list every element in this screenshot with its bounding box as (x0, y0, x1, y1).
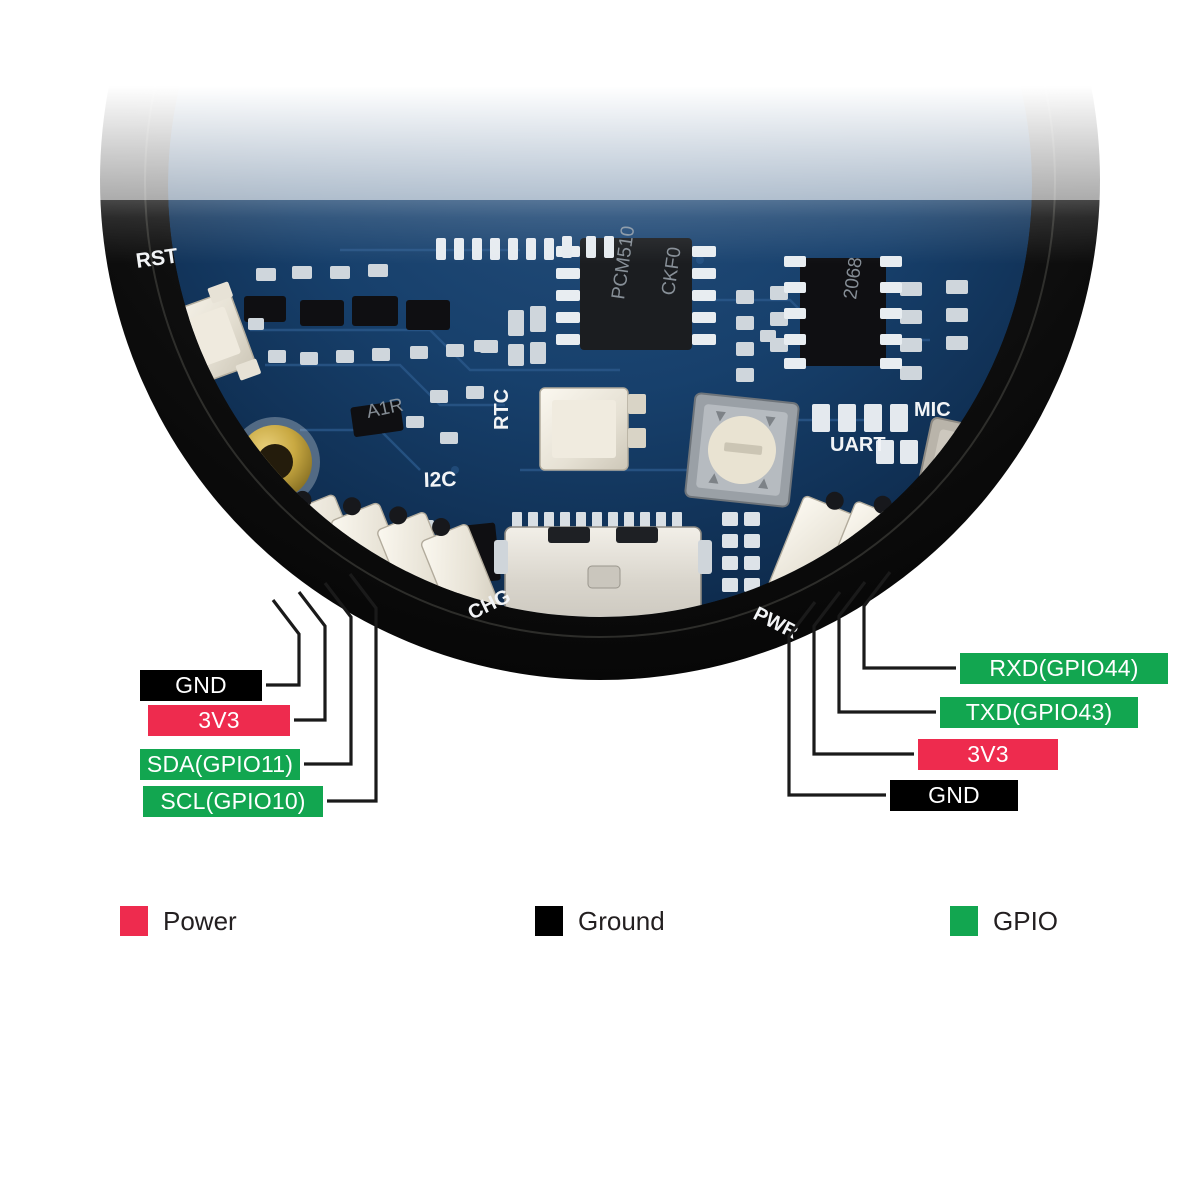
legend-item-power: Power (120, 898, 237, 944)
legend-item-gpio: GPIO (950, 898, 1058, 944)
legend-label-ground: Ground (578, 906, 665, 936)
leader-sda-left (304, 582, 353, 766)
leader-rxd-right (862, 571, 956, 670)
pin-label-gnd-left: GND (140, 670, 262, 701)
pin-label-sda-left: SDA(GPIO11) (140, 749, 300, 780)
leader-gnd-left (266, 599, 301, 687)
usb-c-connector (494, 512, 712, 617)
leader-3v3-left (294, 591, 327, 722)
pin-label-3v3-left: 3V3 (148, 705, 290, 736)
leader-lines (266, 571, 956, 803)
pin-label-rxd-right: RXD(GPIO44) (960, 653, 1168, 684)
pin-label-scl-left: SCL(GPIO10) (143, 786, 323, 817)
leader-3v3-right (812, 591, 914, 756)
rtc-connector (539, 387, 646, 471)
uart-pads (812, 404, 918, 464)
silkscreen-rtc: RTC (491, 389, 513, 430)
silkscreen-uart: UART (830, 434, 886, 456)
legend: Power Ground GPIO (0, 898, 1200, 944)
silkscreen-i2c: I2C (423, 468, 456, 492)
pin-label-3v3-right: 3V3 (918, 739, 1058, 770)
photo-top-mask (0, 0, 1200, 200)
legend-swatch-gpio (950, 906, 978, 936)
legend-swatch-power (120, 906, 148, 936)
pin-label-gnd-right: GND (890, 780, 1018, 811)
legend-swatch-ground (535, 906, 563, 936)
silkscreen-mic: MIC (914, 399, 951, 421)
pin-label-txd-right: TXD(GPIO43) (940, 697, 1138, 728)
coin-cell-holder (684, 392, 800, 508)
leader-scl-left (327, 573, 378, 803)
legend-item-ground: Ground (535, 898, 665, 944)
legend-label-gpio: GPIO (993, 906, 1059, 936)
leader-txd-right (837, 581, 936, 714)
legend-label-power: Power (163, 906, 237, 936)
leader-gnd-right (787, 601, 886, 797)
